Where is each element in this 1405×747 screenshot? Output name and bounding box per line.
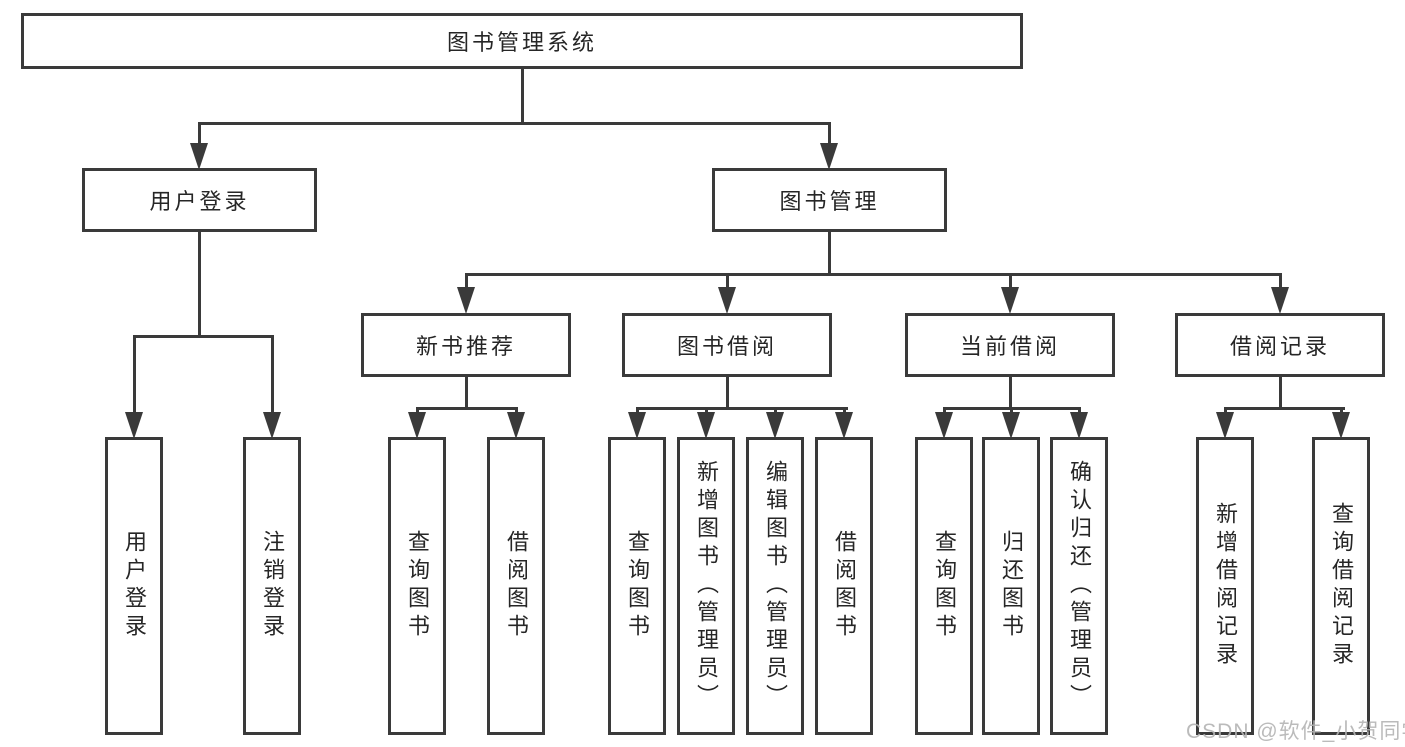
node-current-borrowing-label: 当前借阅 [959, 334, 1060, 359]
arrow-down-icon [408, 412, 426, 439]
arrow-down-icon [457, 287, 475, 314]
leaf-user-login: 用户登录 [105, 437, 163, 735]
node-current-borrowing: 当前借阅 [905, 313, 1115, 377]
node-borrowing-records: 借阅记录 [1175, 313, 1385, 377]
leaf-query-books-borrow: 查询图书 [608, 437, 666, 735]
leaf-query-borrow-record-label: 查询借阅记录 [1329, 502, 1354, 670]
node-new-book-recommendation-label: 新书推荐 [415, 334, 516, 359]
connector-line [270, 335, 274, 418]
arrow-down-icon [263, 412, 281, 439]
leaf-logout-label: 注销登录 [260, 530, 285, 642]
arrow-down-icon [190, 143, 208, 170]
arrow-down-icon [1070, 412, 1088, 439]
leaf-borrow-books-recommend-label: 借阅图书 [504, 530, 529, 642]
connector-line [635, 407, 848, 410]
arrow-down-icon [1216, 412, 1234, 439]
leaf-edit-books-admin-label: 编辑图书（管理员） [763, 460, 788, 712]
watermark: CSDN @软件_小贺同学 [1186, 720, 1405, 743]
node-user-login-label: 用户登录 [149, 189, 250, 214]
connector-line [464, 273, 1282, 276]
leaf-query-books-recommend-label: 查询图书 [405, 530, 430, 642]
arrow-down-icon [1001, 287, 1019, 314]
node-new-book-recommendation: 新书推荐 [361, 313, 571, 377]
leaf-query-borrow-record: 查询借阅记录 [1312, 437, 1370, 735]
leaf-borrow-books-borrow: 借阅图书 [815, 437, 873, 735]
connector-line [464, 377, 468, 407]
arrow-down-icon [718, 287, 736, 314]
leaf-query-books-current-label: 查询图书 [932, 530, 957, 642]
leaf-confirm-return-admin-label: 确认归还（管理员） [1067, 460, 1092, 712]
leaf-borrow-books-recommend: 借阅图书 [487, 437, 545, 735]
leaf-borrow-books-borrow-label: 借阅图书 [832, 530, 857, 642]
leaf-add-borrow-record-label: 新增借阅记录 [1213, 502, 1238, 670]
arrow-down-icon [820, 143, 838, 170]
node-book-borrowing-label: 图书借阅 [676, 334, 777, 359]
arrow-down-icon [766, 412, 784, 439]
arrow-down-icon [1002, 412, 1020, 439]
connector-line [520, 69, 524, 122]
connector-line [132, 335, 274, 338]
connector-line [132, 335, 136, 418]
node-root-label: 图书管理系统 [446, 30, 597, 55]
arrow-down-icon [1332, 412, 1350, 439]
node-book-management-label: 图书管理 [779, 189, 880, 214]
leaf-query-books-current: 查询图书 [915, 437, 973, 735]
leaf-user-login-label: 用户登录 [122, 530, 147, 642]
node-book-borrowing: 图书借阅 [622, 313, 832, 377]
arrow-down-icon [125, 412, 143, 439]
leaf-query-books-borrow-label: 查询图书 [625, 530, 650, 642]
arrow-down-icon [697, 412, 715, 439]
node-user-login: 用户登录 [82, 168, 317, 232]
leaf-logout: 注销登录 [243, 437, 301, 735]
leaf-edit-books-admin: 编辑图书（管理员） [746, 437, 804, 735]
connector-line [1278, 273, 1282, 289]
connector-line [415, 407, 518, 410]
leaf-return-books: 归还图书 [982, 437, 1040, 735]
connector-line [197, 122, 831, 125]
connector-line [1008, 377, 1012, 407]
connector-line [725, 377, 729, 407]
leaf-add-books-admin-label: 新增图书（管理员） [694, 460, 719, 712]
leaf-add-books-admin: 新增图书（管理员） [677, 437, 735, 735]
arrow-down-icon [935, 412, 953, 439]
leaf-add-borrow-record: 新增借阅记录 [1196, 437, 1254, 735]
arrow-down-icon [507, 412, 525, 439]
connector-line [197, 122, 201, 148]
node-borrowing-records-label: 借阅记录 [1229, 334, 1330, 359]
connector-line [1008, 273, 1012, 289]
arrow-down-icon [835, 412, 853, 439]
connector-line [1278, 377, 1282, 407]
connector-line [464, 273, 468, 289]
connector-line [1223, 407, 1345, 410]
arrow-down-icon [628, 412, 646, 439]
connector-line [725, 273, 729, 289]
leaf-return-books-label: 归还图书 [999, 530, 1024, 642]
connector-line [827, 122, 831, 148]
connector-line [197, 232, 201, 335]
node-root: 图书管理系统 [21, 13, 1023, 69]
leaf-confirm-return-admin: 确认归还（管理员） [1050, 437, 1108, 735]
node-book-management: 图书管理 [712, 168, 947, 232]
connector-line [827, 232, 831, 273]
leaf-query-books-recommend: 查询图书 [388, 437, 446, 735]
arrow-down-icon [1271, 287, 1289, 314]
